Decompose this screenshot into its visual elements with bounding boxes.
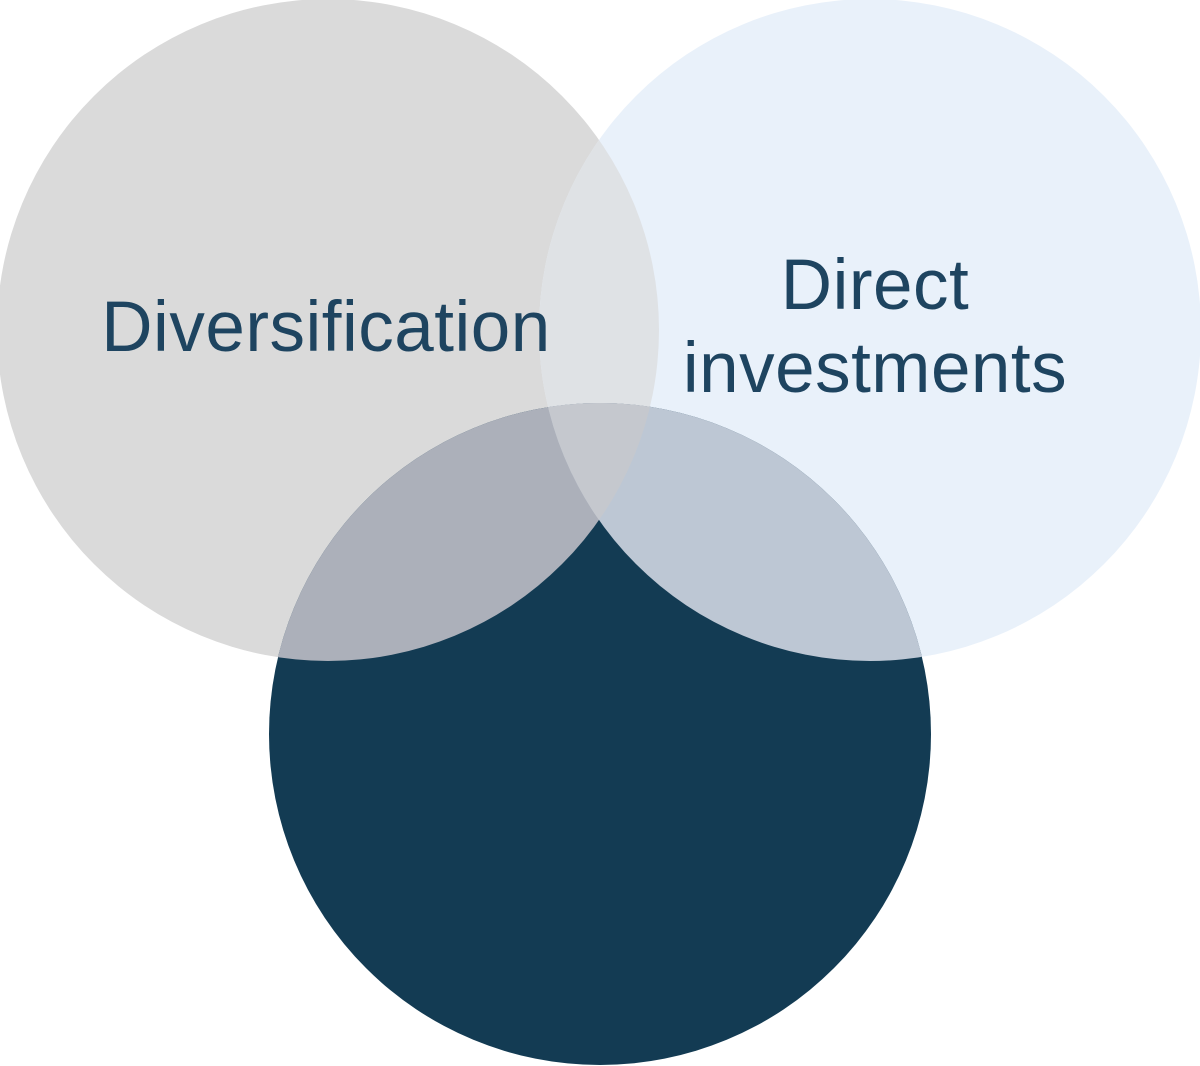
- label-direct-line2: investments: [683, 329, 1067, 408]
- label-direct-line1: Direct: [781, 246, 969, 325]
- label-diversification: Diversification: [101, 288, 550, 367]
- overlap-diversification-bottom: [269, 403, 659, 661]
- overlap-direct-bottom: [539, 403, 931, 661]
